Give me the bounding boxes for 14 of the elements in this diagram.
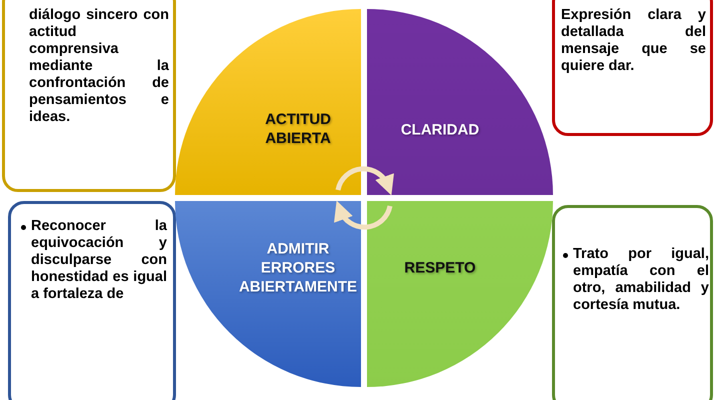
- quadrant-label: ADMITIR ERRORES ABIERTAMENTE: [238, 240, 358, 296]
- quadrant-label: CLARIDAD: [400, 120, 480, 140]
- text-card: [8, 201, 176, 400]
- cycle-arrow: [334, 200, 392, 230]
- card-text: Expresión clara y detallada del mensaje que se quiere dar.: [561, 7, 706, 75]
- cycle-arrow: [336, 166, 394, 196]
- quadrant-label: RESPETO: [403, 258, 477, 278]
- text-card: [552, 205, 713, 400]
- quadrant-label: ACTITUD ABIERTA: [264, 110, 332, 148]
- text-card: [552, 0, 713, 136]
- card-text: Reconocer la equivocación y disculparse con honestidad es igual a fortaleza de: [31, 218, 167, 303]
- card-text: diálogo sincero con actitud comprensiva mediante la confrontación de pensamientos e ideas.: [29, 7, 169, 126]
- text-card: [2, 0, 176, 192]
- card-text: Trato por igual, empatía con el otro, amabilidad y cortesía mutua.: [573, 246, 709, 314]
